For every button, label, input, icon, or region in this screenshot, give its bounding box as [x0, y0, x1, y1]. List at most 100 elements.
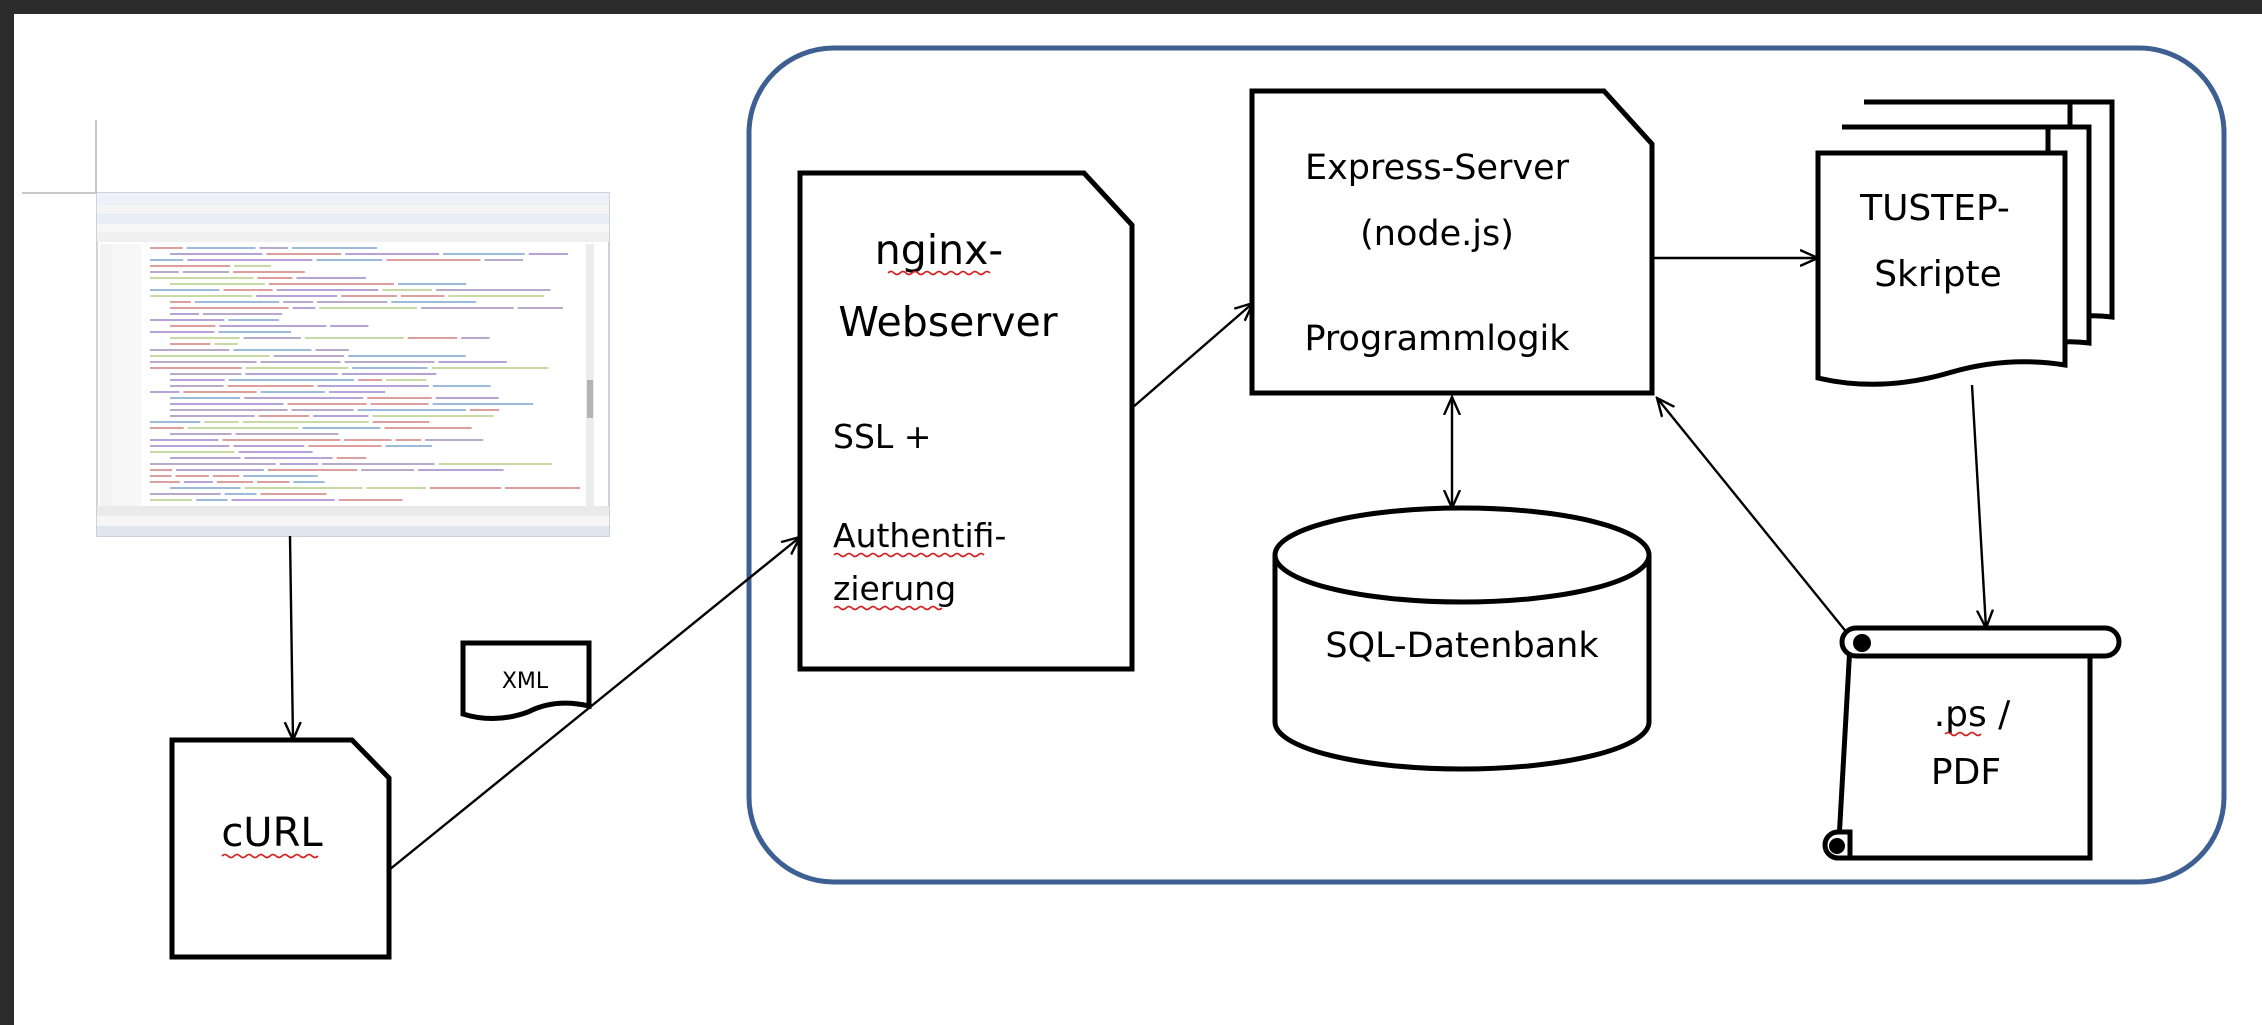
code-line-segment: [357, 409, 466, 411]
code-line-segment: [256, 295, 338, 297]
code-line-segment: [150, 391, 180, 393]
sql-database-node: SQL-Datenbank: [1272, 505, 1652, 772]
code-line-segment: [194, 301, 280, 303]
code-line-segment: [204, 421, 239, 423]
code-line-segment: [243, 475, 318, 477]
arrow-nginx-to-express: [1131, 303, 1253, 409]
code-line-segment: [292, 307, 316, 309]
code-line-segment: [319, 307, 418, 309]
code-line-segment: [150, 247, 183, 249]
code-line-segment: [212, 475, 240, 477]
code-line-segment: [291, 409, 354, 411]
code-line-segment: [432, 403, 534, 405]
code-line-segment: [302, 427, 381, 429]
code-line-segment: [308, 445, 382, 447]
code-line-segment: [170, 457, 241, 459]
code-line-segment: [244, 397, 364, 399]
code-line-segment: [341, 373, 437, 375]
xml-label: XML: [502, 669, 549, 694]
code-line-segment: [183, 391, 257, 393]
code-line-segment: [431, 367, 549, 369]
code-line-segment: [317, 385, 429, 387]
code-line-segment: [170, 337, 240, 339]
code-line-segment: [222, 439, 341, 441]
code-line-segment: [370, 403, 429, 405]
code-line-segment: [382, 289, 433, 291]
code-line-segment: [352, 367, 428, 369]
code-line-segment: [245, 373, 338, 375]
code-line-segment: [175, 475, 209, 477]
code-line-segment: [176, 469, 264, 471]
code-line-segment: [233, 445, 305, 447]
code-line-segment: [186, 247, 256, 249]
express-line1: Express-Server: [1305, 148, 1570, 188]
code-line-segment: [187, 259, 313, 261]
code-line-segment: [391, 301, 476, 303]
code-line-segment: [170, 487, 241, 489]
code-line-segment: [170, 409, 288, 411]
code-line-segment: [150, 295, 253, 297]
code-line-segment: [438, 463, 552, 465]
code-line-segment: [244, 457, 333, 459]
code-line-segment: [238, 451, 313, 453]
code-line-segment: [256, 481, 290, 483]
code-line-segment: [283, 301, 314, 303]
code-line-segment: [150, 265, 231, 267]
code-line-segment: [330, 325, 369, 327]
code-line-segment: [243, 337, 301, 339]
code-line-segment: [150, 259, 184, 261]
code-line-segment: [227, 385, 314, 387]
code-line-segment: [260, 361, 341, 363]
code-line-segment: [196, 499, 228, 501]
code-line-segment: [443, 253, 525, 255]
code-line-segment: [418, 469, 504, 471]
code-line-segment: [150, 331, 215, 333]
code-line-segment: [223, 289, 273, 291]
code-line-segment: [170, 283, 265, 285]
code-line-segment: [313, 415, 369, 417]
code-line-segment: [150, 277, 254, 279]
server-group-boundary: [746, 45, 2227, 885]
code-line-segment: [328, 391, 386, 393]
code-line-segment: [170, 433, 232, 435]
code-line-segment: [150, 451, 235, 453]
code-line-segment: [150, 481, 180, 483]
code-line-segment: [170, 313, 199, 315]
code-line-segment: [259, 247, 289, 249]
code-line-segment: [150, 367, 242, 369]
code-line-segment: [338, 499, 403, 501]
code-line-segment: [150, 319, 225, 321]
arrow-editor-to-curl: [290, 535, 293, 740]
code-line-segment: [386, 259, 481, 261]
code-line-segment: [150, 475, 172, 477]
code-line-segment: [344, 361, 435, 363]
code-line-segment: [231, 499, 335, 501]
arrow-tustep-to-output: [1970, 384, 1986, 628]
code-line-segment: [361, 469, 415, 471]
code-line-segment: [484, 259, 524, 261]
code-line-segment: [407, 337, 458, 339]
code-line-segment: [170, 325, 216, 327]
code-line-segment: [268, 283, 394, 285]
output-line2: PDF: [1931, 752, 2001, 793]
code-line-segment: [170, 373, 242, 375]
output-scroll-node: .ps / PDF: [1822, 625, 2122, 861]
code-line-segment: [202, 313, 283, 315]
code-line-segment: [150, 469, 173, 471]
nginx-title-line1: nginx-: [875, 226, 1003, 274]
editor-screenshot-thumbnail: [96, 192, 610, 537]
code-line-segment: [233, 271, 305, 273]
code-line-segment: [267, 469, 358, 471]
nginx-node: nginx- Webserver SSL + Authentifi- zieru…: [797, 170, 1135, 672]
code-line-segment: [242, 421, 369, 423]
code-line-segment: [276, 289, 379, 291]
nginx-detail-line1: SSL +: [833, 417, 931, 456]
code-line-segment: [150, 361, 257, 363]
code-line-segment: [429, 487, 502, 489]
code-line-segment: [170, 307, 289, 309]
code-line-segment: [182, 271, 230, 273]
express-server-node: Express-Server (node.js) Programmlogik: [1249, 88, 1655, 396]
code-line-segment: [322, 463, 435, 465]
code-line-segment: [279, 463, 319, 465]
